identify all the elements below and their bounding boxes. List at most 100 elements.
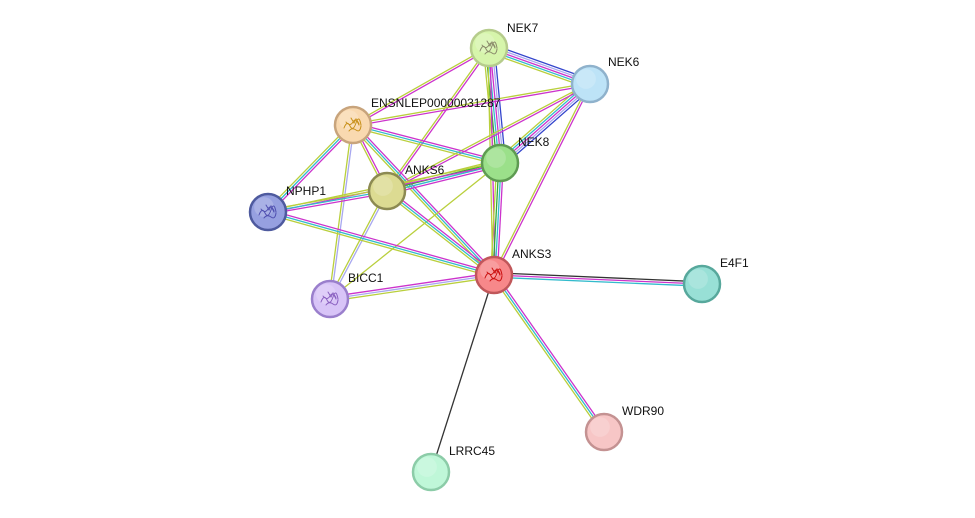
node-highlight xyxy=(339,110,359,130)
node-circle[interactable] xyxy=(310,279,350,319)
edge-line-cooccurrence xyxy=(502,86,594,167)
edge-nphp1-anks3[interactable] xyxy=(267,209,495,278)
node-highlight xyxy=(254,197,274,217)
edge-line-textmining xyxy=(328,190,387,299)
edge-line-database xyxy=(352,124,495,276)
edge-line-experimental xyxy=(493,274,703,285)
node-highlight xyxy=(576,69,596,89)
edge-line-experimental xyxy=(494,84,592,276)
edge-line-experimental xyxy=(353,122,501,162)
edge-line-database xyxy=(267,190,388,213)
edge-nek6-anks6[interactable] xyxy=(386,82,591,193)
node-circle[interactable] xyxy=(480,143,520,183)
protein-structure-icon xyxy=(258,204,277,219)
edge-nek7-anks6[interactable] xyxy=(385,46,491,193)
edge-line-experimental xyxy=(387,84,591,193)
edge-anks3-lrrc45[interactable] xyxy=(430,274,495,473)
node-highlight xyxy=(373,176,393,196)
node-circle[interactable] xyxy=(570,64,610,104)
edge-bicc1-anks3[interactable] xyxy=(329,272,495,302)
edge-line-homology xyxy=(330,191,389,300)
edge-line-experimental xyxy=(268,192,388,215)
edge-nek6-nek8[interactable] xyxy=(496,80,594,167)
edge-ensnlep00000031287-bicc1[interactable] xyxy=(328,124,355,300)
edge-ensnlep00000031287-nphp1[interactable] xyxy=(265,123,356,214)
nodes-layer: NEK7NEK6ENSNLEP00000031287NEK8ANKS6NPHP1… xyxy=(248,21,749,492)
node-label: NEK6 xyxy=(608,55,640,69)
node-label: WDR90 xyxy=(622,404,664,418)
edge-line-textmining xyxy=(330,276,495,302)
edge-line-database xyxy=(267,124,354,213)
node-bicc1[interactable]: BICC1 xyxy=(310,271,384,319)
edge-line-textmining xyxy=(385,192,494,278)
edge-line-textmining xyxy=(352,82,590,125)
node-circle[interactable] xyxy=(333,105,373,145)
edge-line-experimental xyxy=(387,188,496,274)
edge-line-experimental xyxy=(269,126,356,214)
edge-line-database xyxy=(498,81,589,162)
edge-line-database xyxy=(487,48,500,164)
edge-line-textmining xyxy=(496,80,588,161)
node-label: NPHP1 xyxy=(286,184,326,198)
edge-nek7-nek8[interactable] xyxy=(482,47,507,164)
edge-nek7-ensnlep00000031287[interactable] xyxy=(352,46,490,127)
node-highlight xyxy=(475,33,495,53)
edge-ensnlep00000031287-nek8[interactable] xyxy=(352,122,501,166)
node-label: BICC1 xyxy=(348,271,384,285)
node-circle[interactable] xyxy=(411,452,451,492)
protein-structure-icon xyxy=(484,267,503,282)
edge-line-experimental xyxy=(499,83,591,164)
edge-line-coexpression xyxy=(430,274,495,473)
node-circle[interactable] xyxy=(367,171,407,211)
edge-anks3-e4f1[interactable] xyxy=(493,272,703,287)
edge-line-textmining xyxy=(329,162,501,300)
edge-ensnlep00000031287-anks3[interactable] xyxy=(350,123,497,277)
node-wdr90[interactable]: WDR90 xyxy=(584,404,664,452)
edge-line-experimental xyxy=(353,48,490,127)
node-highlight xyxy=(417,457,437,477)
node-circle[interactable] xyxy=(584,412,624,452)
edge-line-database xyxy=(267,211,495,276)
node-anks6[interactable]: ANKS6 xyxy=(367,163,445,211)
node-label: ANKS6 xyxy=(405,163,445,177)
node-label: ANKS3 xyxy=(512,247,552,261)
node-anks3[interactable]: ANKS3 xyxy=(474,247,552,295)
edge-line-homology xyxy=(330,125,355,300)
edge-line-experimental xyxy=(354,123,497,274)
node-highlight xyxy=(688,269,708,289)
node-circle[interactable] xyxy=(474,255,514,295)
edge-anks3-wdr90[interactable] xyxy=(491,273,607,434)
node-nek7[interactable]: NEK7 xyxy=(469,21,539,68)
node-nphp1[interactable]: NPHP1 xyxy=(248,184,326,232)
edge-line-experimental xyxy=(387,48,491,193)
edge-nek6-ensnlep00000031287[interactable] xyxy=(352,82,591,127)
edge-anks6-anks3[interactable] xyxy=(385,188,496,278)
edge-line-coexpression xyxy=(494,272,703,283)
edge-line-textmining xyxy=(350,126,493,277)
node-circle[interactable] xyxy=(469,28,509,68)
protein-structure-icon xyxy=(343,117,362,132)
edge-line-database xyxy=(386,190,495,276)
node-e4f1[interactable]: E4F1 xyxy=(682,256,749,304)
node-circle[interactable] xyxy=(682,264,722,304)
edge-line-database xyxy=(493,274,605,433)
edge-line-experimental xyxy=(387,165,501,195)
node-lrrc45[interactable]: LRRC45 xyxy=(411,444,495,492)
edge-line-textmining xyxy=(492,83,590,275)
edge-line-textmining xyxy=(267,188,387,211)
node-highlight xyxy=(316,284,336,304)
node-ensnlep00000031287[interactable]: ENSNLEP00000031287 xyxy=(333,96,501,145)
edge-nek6-anks3[interactable] xyxy=(492,83,592,276)
edge-anks6-bicc1[interactable] xyxy=(328,190,389,300)
node-nek8[interactable]: NEK8 xyxy=(480,135,550,183)
edge-line-homology xyxy=(329,274,495,300)
edge-line-experimental xyxy=(495,273,607,432)
node-label: LRRC45 xyxy=(449,444,495,458)
node-nek6[interactable]: NEK6 xyxy=(570,55,640,104)
edge-line-homology xyxy=(501,85,592,166)
edge-anks6-nphp1[interactable] xyxy=(267,188,388,215)
edge-nek8-bicc1[interactable] xyxy=(329,162,501,300)
node-circle[interactable] xyxy=(248,192,288,232)
edge-line-textmining xyxy=(352,126,500,166)
